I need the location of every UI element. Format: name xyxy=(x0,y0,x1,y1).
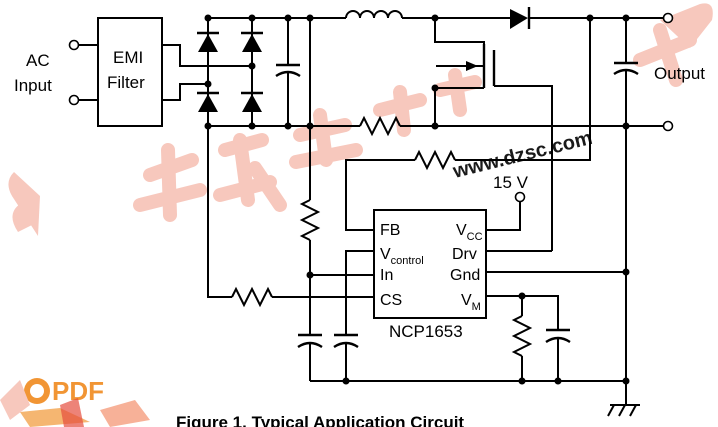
input-capacitor xyxy=(275,18,301,126)
ncp1653-ic: FB Vcontrol In CS VCC Drv Gnd VM xyxy=(373,209,487,319)
ic-part-number: NCP1653 xyxy=(389,322,463,341)
power-mosfet xyxy=(431,18,553,251)
ac-input-terminal-bottom xyxy=(68,94,80,106)
watermark-logo-left xyxy=(8,172,40,236)
pin-vm-main: V xyxy=(461,292,472,309)
pin-vcontrol-main: V xyxy=(380,246,391,263)
input-sense-resistor xyxy=(299,199,321,241)
output-label: Output xyxy=(654,64,705,83)
pin-vcontrol-sub: control xyxy=(391,255,424,267)
output-terminal-negative xyxy=(662,120,674,132)
ac-input-terminal-top xyxy=(68,39,80,51)
supply-terminal xyxy=(514,191,526,203)
watermark-chinese-glyphs xyxy=(133,23,697,222)
ground-icon xyxy=(607,404,640,417)
pin-vcc-sub: CC xyxy=(467,231,483,243)
figure-caption: Figure 1. Typical Application Circuit xyxy=(176,413,464,427)
current-sense-resistor xyxy=(359,115,401,137)
emi-filter-label-line1: EMI xyxy=(113,48,143,67)
boost-inductor xyxy=(345,10,403,19)
bridge-diode-4 xyxy=(241,91,263,112)
watermark-logo-right xyxy=(660,3,713,49)
pin-in: In xyxy=(380,267,393,284)
watermark-pdf-logo: PDF xyxy=(0,376,150,427)
pin-drv: Drv xyxy=(452,246,477,263)
pin-fb: FB xyxy=(380,222,400,239)
pin-vcc: VCC xyxy=(456,222,483,243)
emi-filter-label-line2: Filter xyxy=(107,73,145,92)
bridge-diode-3 xyxy=(197,91,219,112)
vm-resistor xyxy=(511,296,533,381)
output-capacitor xyxy=(613,18,639,126)
feedback-resistor xyxy=(414,149,456,171)
bridge-diode-1 xyxy=(197,31,219,52)
vcontrol-capacitor xyxy=(333,333,359,381)
pin-vm-sub: M xyxy=(472,301,481,313)
ac-input: AC Input xyxy=(14,39,98,106)
ac-input-label-line1: AC xyxy=(26,51,50,70)
bridge-rectifier xyxy=(197,18,263,126)
pin-gnd: Gnd xyxy=(450,267,480,284)
pin-vm: VM xyxy=(461,292,481,313)
emi-filter: EMI Filter xyxy=(97,17,163,127)
pin-vcontrol: Vcontrol xyxy=(380,246,424,267)
cs-resistor xyxy=(231,286,273,308)
pin-vcc-main: V xyxy=(456,222,467,239)
in-capacitor xyxy=(297,333,323,381)
output-terminal-positive xyxy=(662,12,674,24)
bridge-diode-2 xyxy=(241,31,263,52)
pin-cs: CS xyxy=(380,292,402,309)
supply-label: 15 V xyxy=(493,173,529,192)
ac-input-label-line2: Input xyxy=(14,76,52,95)
vm-capacitor xyxy=(545,328,571,381)
output-diode xyxy=(510,7,531,29)
